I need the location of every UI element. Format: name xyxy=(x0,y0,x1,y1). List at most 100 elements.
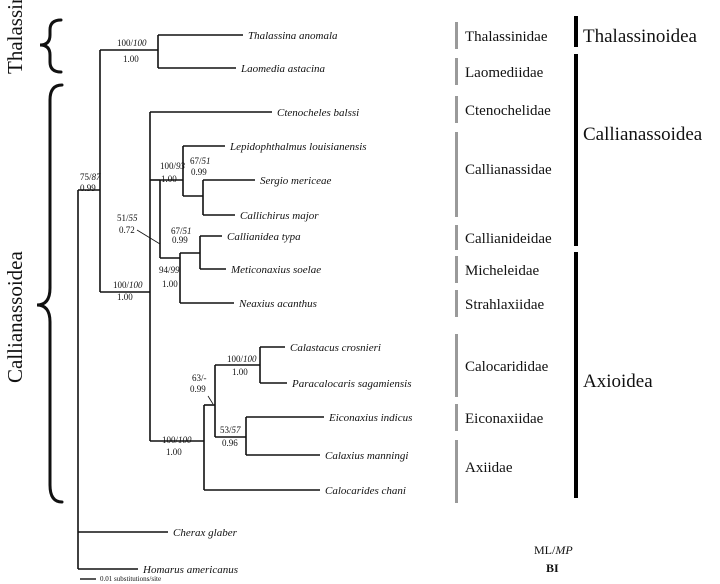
ml-value: 100 xyxy=(227,354,241,364)
support-callianidea-meticonaxius: 67/51 0.99 xyxy=(171,226,192,245)
family-calocarididae: Calocarididae xyxy=(465,359,549,375)
family-axiidae: Axiidae xyxy=(465,460,513,476)
svg-text:63/-: 63/- xyxy=(192,373,207,383)
family-bar xyxy=(455,256,458,283)
svg-text:51/55: 51/55 xyxy=(117,213,138,223)
tip-sergio: Sergio mericeae xyxy=(260,175,331,187)
superfamily-bar xyxy=(574,252,578,498)
superfamily-thalassinoidea: Thalassinoidea xyxy=(583,26,698,47)
support-callianassidae: 100/93 1.00 xyxy=(160,161,186,184)
support-callianassoidea: 51/55 0.72 xyxy=(117,213,138,235)
left-braces xyxy=(36,18,64,504)
family-bar xyxy=(455,404,458,431)
brace-thalassinoidea xyxy=(39,18,63,74)
tip-paracalocaris: Paracalocaris sagamiensis xyxy=(291,378,411,390)
bi-value: 1.00 xyxy=(162,279,178,289)
support-axioidea: 100/100 1.00 xyxy=(162,435,192,457)
bi-value: 0.99 xyxy=(191,167,207,177)
callout-lines xyxy=(136,229,214,405)
family-bar xyxy=(455,96,458,123)
legend-mp: MP xyxy=(554,543,573,557)
mp-value: 87 xyxy=(92,172,102,182)
bi-value: 0.99 xyxy=(172,235,188,245)
support-axioidea-inner: 63/- 0.99 xyxy=(190,373,207,394)
bi-value: 1.00 xyxy=(161,174,177,184)
ml-value: 53 xyxy=(220,425,230,435)
tip-labels: Thalassina anomala Laomedia astacina Cte… xyxy=(142,30,412,576)
mp-value: - xyxy=(204,373,207,383)
family-bar xyxy=(455,22,458,49)
svg-text:67/51: 67/51 xyxy=(190,156,211,166)
mp-value: 55 xyxy=(129,213,139,223)
bi-value: 0.99 xyxy=(190,384,206,394)
bi-value: 1.00 xyxy=(123,54,139,64)
ml-value: 100 xyxy=(117,38,131,48)
tip-calastacus: Calastacus crosnieri xyxy=(290,342,381,354)
legend-ml: ML/ xyxy=(534,543,556,557)
family-ctenochelidae: Ctenochelidae xyxy=(465,103,551,119)
support-thal-lao: 100/100 1.00 xyxy=(117,38,147,64)
tip-calocarides: Calocarides chani xyxy=(325,485,406,497)
family-micheleidae: Micheleidae xyxy=(465,263,539,279)
side-label-thalassinoidea: Thalassinoidea xyxy=(3,0,27,74)
ml-value: 51 xyxy=(117,213,126,223)
tip-eiconaxius: Eiconaxius indicus xyxy=(328,412,412,424)
mp-value: 100 xyxy=(178,435,192,445)
ml-value: 67 xyxy=(190,156,200,166)
svg-text:75/87: 75/87 xyxy=(80,172,101,182)
mp-value: 100 xyxy=(133,38,147,48)
support-eicon-calax: 53/57 0.96 xyxy=(220,425,241,448)
brace-callianassoidea xyxy=(36,83,64,504)
family-callianideidae: Callianideidae xyxy=(465,231,552,247)
tip-laomedia: Laomedia astacina xyxy=(240,63,326,75)
mp-value: 93 xyxy=(176,161,186,171)
family-laomediidae: Laomediidae xyxy=(465,65,544,81)
family-bars xyxy=(455,22,458,503)
svg-text:100/93: 100/93 xyxy=(160,161,186,171)
ml-value: 100 xyxy=(162,435,176,445)
family-bar xyxy=(455,225,458,250)
family-bar xyxy=(455,440,458,503)
ml-value: 75 xyxy=(80,172,90,182)
support-calocarid: 100/100 1.00 xyxy=(227,354,257,377)
tree-branches xyxy=(77,34,324,570)
support-root: 75/87 0.99 xyxy=(80,172,101,193)
support-legend: ML/MP BI xyxy=(534,543,573,575)
ml-value: 63 xyxy=(192,373,202,383)
mp-value: 51 xyxy=(183,226,192,236)
mp-value: 100 xyxy=(243,354,257,364)
support-neaxius: 94/99 1.00 xyxy=(159,265,180,289)
ml-value: 94 xyxy=(159,265,169,275)
support-ingroup: 100/100 1.00 xyxy=(113,280,143,302)
scale-label: 0.01 substitutions/site xyxy=(100,575,161,583)
tip-callichirus: Callichirus major xyxy=(240,210,319,222)
side-label-callianassoidea: Callianassoidea xyxy=(3,251,27,383)
svg-text:100/100: 100/100 xyxy=(117,38,147,48)
bi-value: 0.96 xyxy=(222,438,238,448)
tip-callianidea: Callianidea typa xyxy=(227,231,301,243)
superfamily-labels: Thalassinoidea Callianassoidea Axioidea xyxy=(583,26,703,392)
svg-text:100/100: 100/100 xyxy=(162,435,192,445)
family-bar xyxy=(455,58,458,85)
svg-text:53/57: 53/57 xyxy=(220,425,241,435)
family-bar xyxy=(455,290,458,317)
tip-homarus: Homarus americanus xyxy=(142,564,238,576)
family-callianassidae: Callianassidae xyxy=(465,162,552,178)
tip-calaxius: Calaxius manningi xyxy=(325,450,408,462)
svg-text:100/100: 100/100 xyxy=(113,280,143,290)
tip-meticonaxius: Meticonaxius soelae xyxy=(230,264,321,276)
svg-text:94/99: 94/99 xyxy=(159,265,180,275)
superfamily-axioidea: Axioidea xyxy=(583,371,653,392)
tip-lepidophthalmus: Lepidophthalmus louisianensis xyxy=(229,141,367,153)
ml-value: 100 xyxy=(113,280,127,290)
superfamily-bar xyxy=(574,16,578,47)
support-sergio-callichirus: 67/51 0.99 xyxy=(190,156,211,177)
tip-ctenocheles: Ctenocheles balssi xyxy=(277,107,359,119)
bi-value: 1.00 xyxy=(232,367,248,377)
mp-value: 57 xyxy=(232,425,242,435)
scale-bar: 0.01 substitutions/site xyxy=(80,575,161,583)
family-eiconaxiidae: Eiconaxiidae xyxy=(465,411,544,427)
bi-value: 0.72 xyxy=(119,225,135,235)
superfamily-bar xyxy=(574,54,578,246)
